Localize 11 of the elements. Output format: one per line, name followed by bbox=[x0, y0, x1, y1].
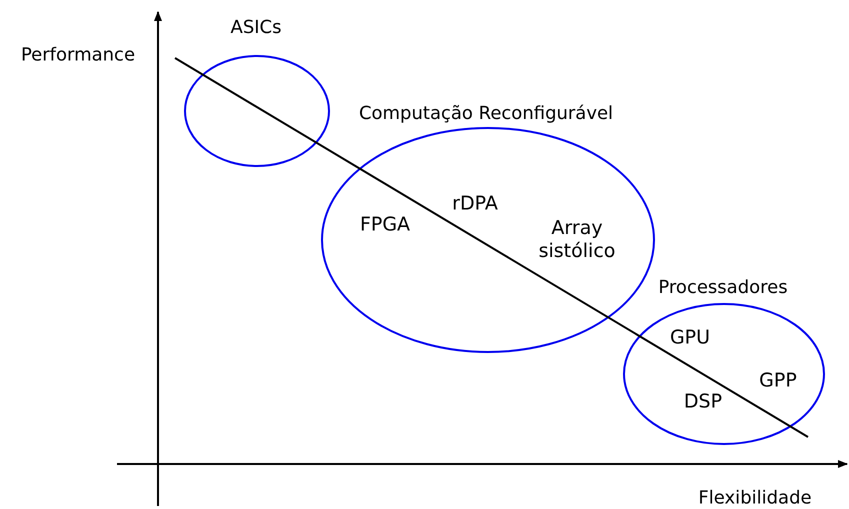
group-heading: ASICs bbox=[230, 17, 282, 39]
item-label: GPP bbox=[759, 370, 797, 392]
item-label: GPU bbox=[670, 326, 710, 350]
group-heading: Computação Reconfigurável bbox=[358, 103, 614, 125]
item-label: FPGA bbox=[360, 214, 410, 236]
item-label: rDPA bbox=[452, 192, 498, 216]
group-heading: Processadores bbox=[658, 277, 788, 299]
axis-title: Flexibilidade bbox=[698, 488, 812, 508]
item-label: Array sistólico bbox=[538, 217, 616, 263]
item-label: DSP bbox=[684, 390, 722, 414]
axis-title: Performance bbox=[20, 44, 136, 66]
